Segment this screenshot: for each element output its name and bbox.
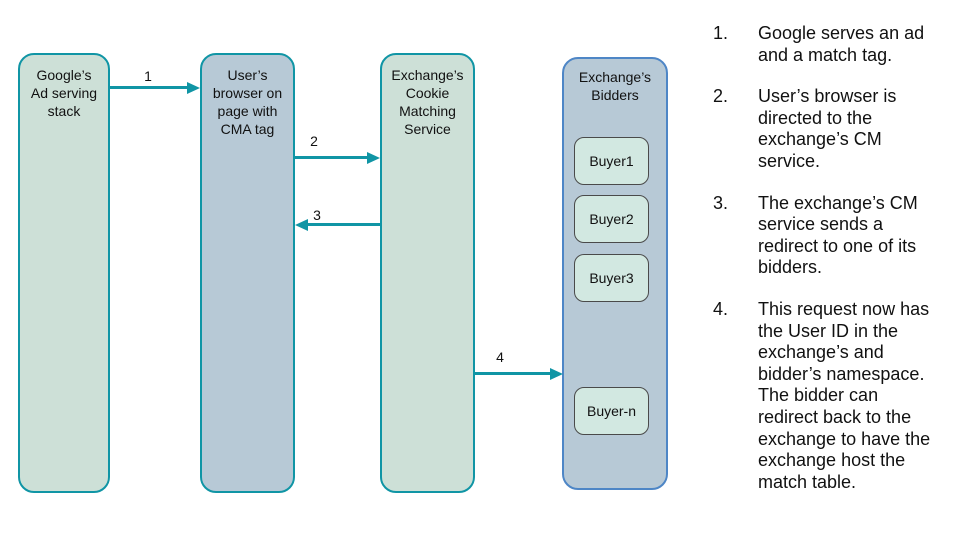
buyer2-label: Buyer2 [589, 211, 634, 227]
flow-arrow-2 [295, 152, 380, 164]
buyer1-label: Buyer1 [589, 153, 634, 169]
buyer2-box: Buyer2 [574, 195, 649, 243]
step-1-number: 1. [713, 23, 729, 43]
arrowhead-right-icon [550, 368, 563, 380]
step-item-4: 4. This request now has the User ID in t… [713, 299, 945, 493]
buyer3-label: Buyer3 [589, 270, 634, 286]
arrowhead-right-icon [367, 152, 380, 164]
arrow-2-label: 2 [310, 133, 318, 149]
node-google-ad-serving-stack: Google’s Ad serving stack [18, 53, 110, 493]
arrowhead-right-icon [187, 82, 200, 94]
arrow-3-label: 3 [313, 207, 321, 223]
arrow-4-label: 4 [496, 349, 504, 365]
node-user-browser-label: User’s browser on page with CMA tag [212, 67, 283, 137]
node-google-label: Google’s Ad serving stack [30, 67, 98, 119]
step-3-number: 3. [713, 192, 729, 213]
step-2-number: 2. [713, 86, 729, 107]
step-4-number: 4. [713, 298, 729, 319]
step-2-text: User’s browser is directed to the exchan… [758, 86, 897, 171]
step-item-2: 2. User’s browser is directed to the exc… [713, 86, 945, 172]
buyer-n-label: Buyer-n [586, 403, 637, 419]
steps-list: 1. Google serves an ad and a match tag. … [713, 23, 945, 513]
flow-arrow-4 [475, 368, 563, 380]
node-user-browser: User’s browser on page with CMA tag [200, 53, 295, 493]
node-exchange-bidders: Exchange’s Bidders Buyer1 Buyer2 Buyer3 … [562, 57, 668, 490]
step-1-text: Google serves an ad and a match tag. [758, 23, 925, 65]
arrowhead-left-icon [295, 219, 308, 231]
arrow-shaft [306, 223, 380, 226]
node-cookie-matching-service: Exchange’s Cookie Matching Service [380, 53, 475, 493]
arrow-shaft [475, 372, 552, 375]
flow-arrow-1 [110, 82, 200, 94]
step-item-3: 3. The exchange’s CM service sends a red… [713, 193, 945, 279]
arrow-1-label: 1 [144, 68, 152, 84]
step-item-1: 1. Google serves an ad and a match tag. [713, 23, 945, 66]
arrow-shaft [110, 86, 189, 89]
step-4-text: This request now has the User ID in the … [758, 298, 931, 492]
node-bidders-label: Exchange’s Bidders [578, 69, 652, 103]
node-cookie-matching-label: Exchange’s Cookie Matching Service [391, 67, 464, 137]
buyer-n-box: Buyer-n [574, 387, 649, 435]
arrow-shaft [295, 156, 369, 159]
step-3-text: The exchange’s CM service sends a redire… [758, 192, 918, 278]
flow-arrow-3 [295, 219, 380, 231]
buyer1-box: Buyer1 [574, 137, 649, 185]
buyer3-box: Buyer3 [574, 254, 649, 302]
